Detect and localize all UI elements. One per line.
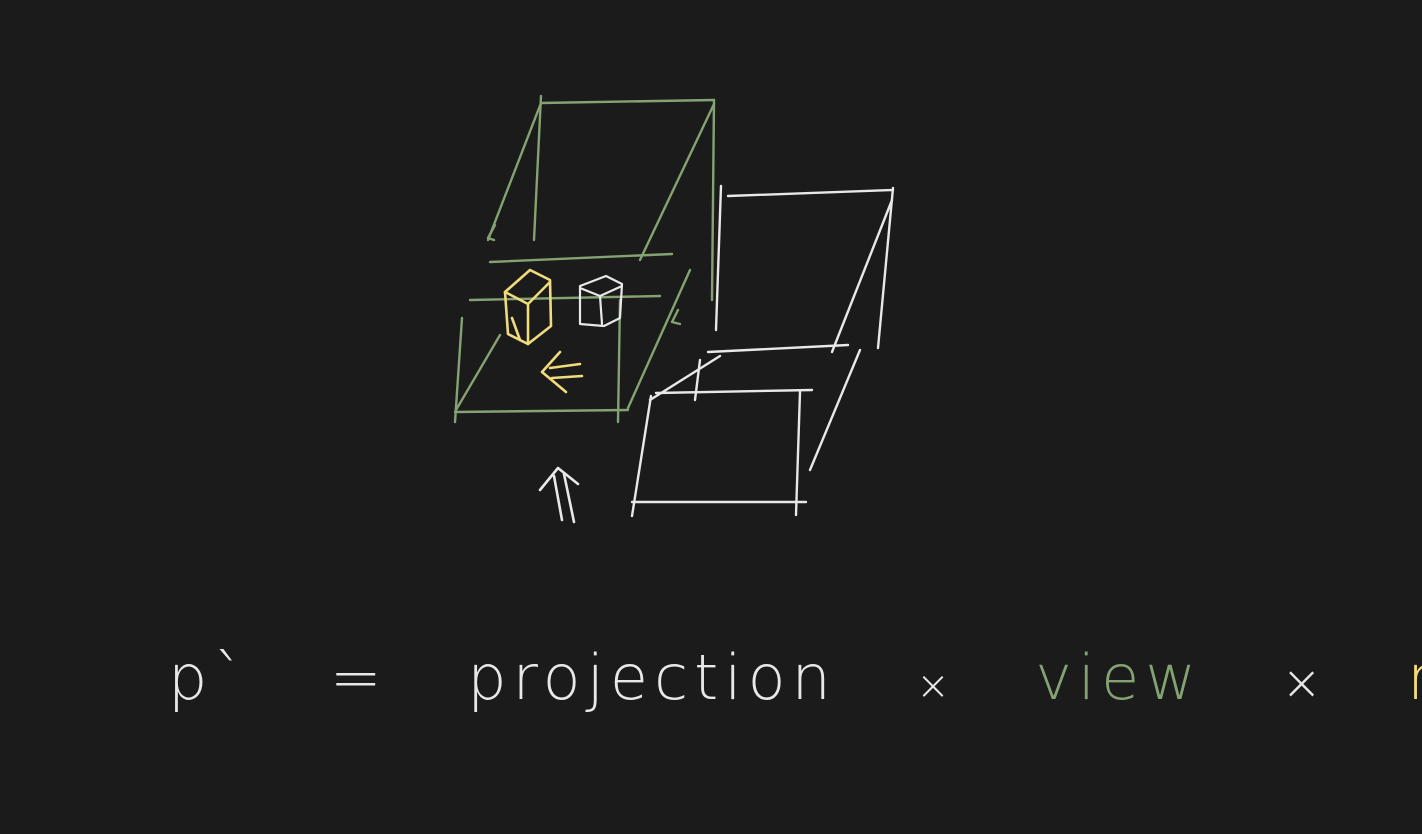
view-box-mid-line-2 — [468, 294, 662, 302]
view-box-diag-low-right — [626, 268, 692, 410]
world-box-mid-line-2 — [654, 388, 814, 395]
world-box-diag-left — [648, 354, 722, 402]
world-box-left-edge — [714, 184, 723, 332]
view-box-diag-right — [638, 102, 716, 262]
formula-times-2: × — [1281, 655, 1328, 711]
view-box-front-left — [453, 316, 464, 424]
view-box-zigzag-2 — [670, 308, 682, 326]
view-box-zigzag — [486, 223, 497, 242]
view-box-diag-top — [486, 101, 543, 242]
world-box-right-edge — [876, 186, 895, 350]
small-white-cube — [578, 274, 624, 328]
model-arrow-left-icon — [540, 350, 584, 394]
view-box-diag-low — [454, 333, 502, 412]
view-arrow-up-icon — [538, 466, 580, 524]
transform-formula: p` = projection × view × model × p — [168, 628, 1422, 728]
formula-model: model — [1407, 628, 1422, 728]
view-frustum-box — [453, 94, 716, 424]
formula-times-1: × — [916, 663, 956, 709]
view-box-left-edge — [532, 94, 543, 242]
view-box-mid-line — [488, 252, 674, 264]
world-box-diag-bottom — [808, 348, 862, 472]
formula-view: view — [1035, 641, 1202, 714]
world-box-top-edge — [726, 188, 895, 198]
view-box-bottom-edge — [453, 408, 630, 414]
view-box-right-edge — [710, 98, 716, 302]
world-box-diag-right — [830, 198, 894, 354]
world-box-front-right — [794, 390, 802, 517]
world-box — [630, 184, 895, 518]
formula-projection: projection — [467, 641, 837, 714]
formula-p-prime: p` — [168, 641, 251, 714]
world-box-mid-line — [706, 343, 850, 354]
view-box-top-edge — [539, 98, 716, 105]
world-box-inner-left — [693, 358, 702, 402]
formula-equals: = — [329, 641, 388, 714]
world-box-front-left — [630, 394, 653, 518]
view-box-front-right — [616, 298, 622, 424]
model-cube — [503, 268, 553, 346]
